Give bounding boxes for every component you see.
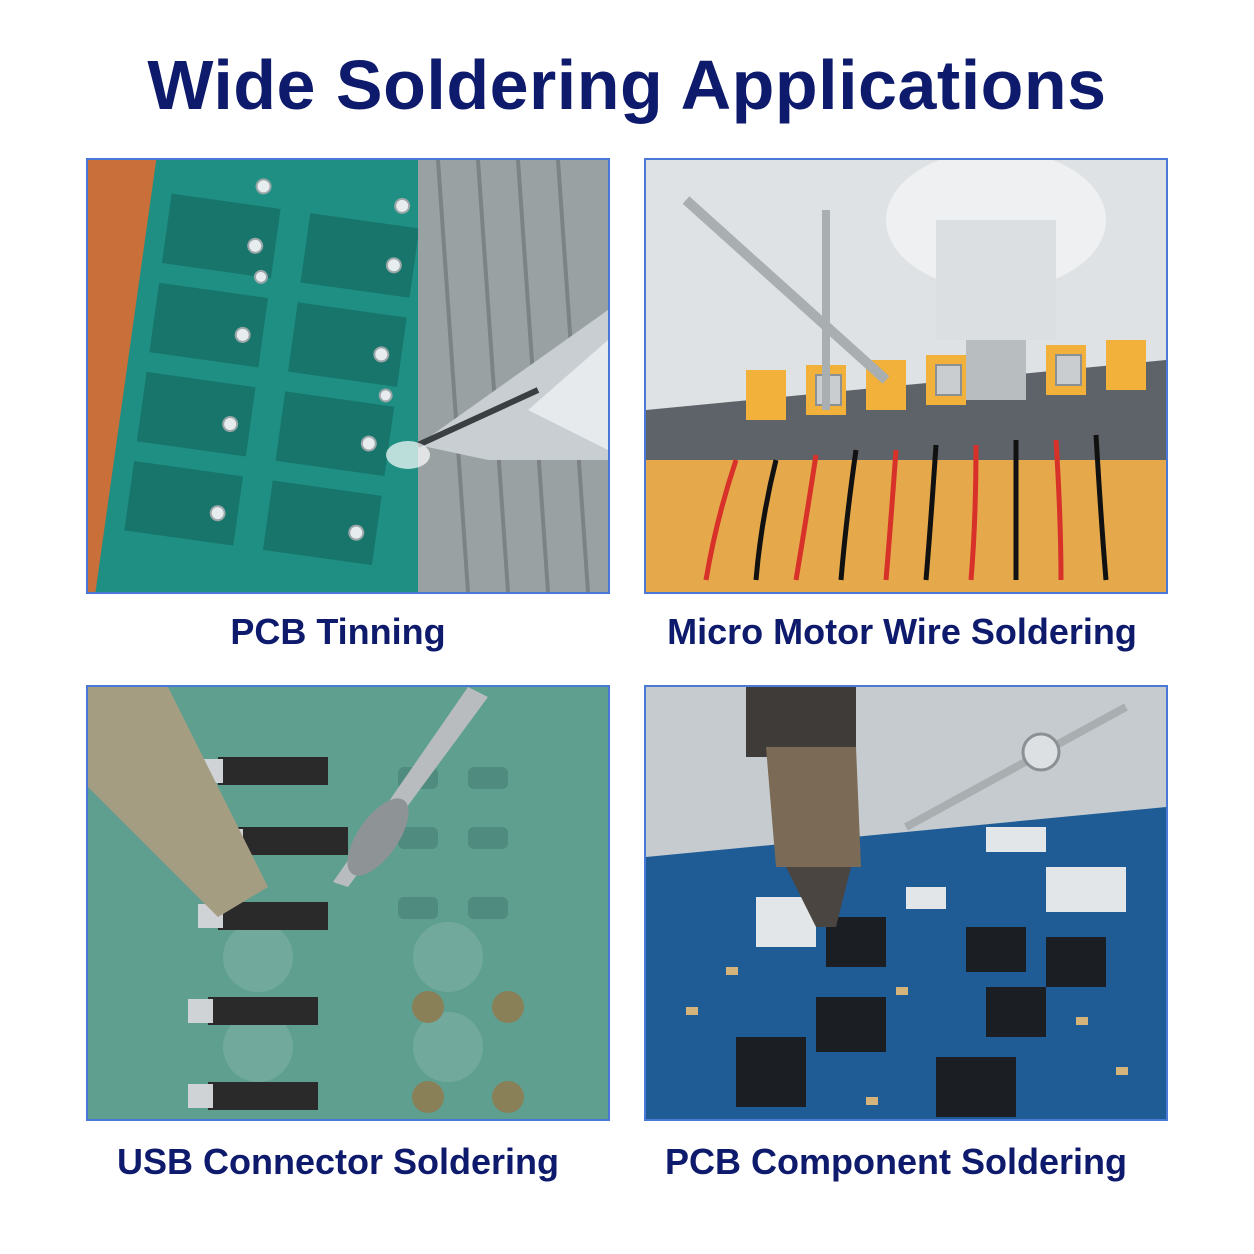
pcb-component-soldering-photo <box>644 685 1168 1121</box>
caption-micro-motor-wire-soldering: Micro Motor Wire Soldering <box>667 611 1137 652</box>
page-title: Wide Soldering Applications <box>147 46 1107 124</box>
micro-motor-wire-soldering-photo <box>644 158 1168 594</box>
pcb-tinning-photo <box>86 158 610 594</box>
caption-pcb-tinning: PCB Tinning <box>230 611 446 652</box>
caption-pcb-component-soldering: PCB Component Soldering <box>665 1141 1127 1182</box>
usb-connector-soldering-photo <box>86 685 610 1121</box>
caption-usb-connector-soldering: USB Connector Soldering <box>116 1141 560 1182</box>
